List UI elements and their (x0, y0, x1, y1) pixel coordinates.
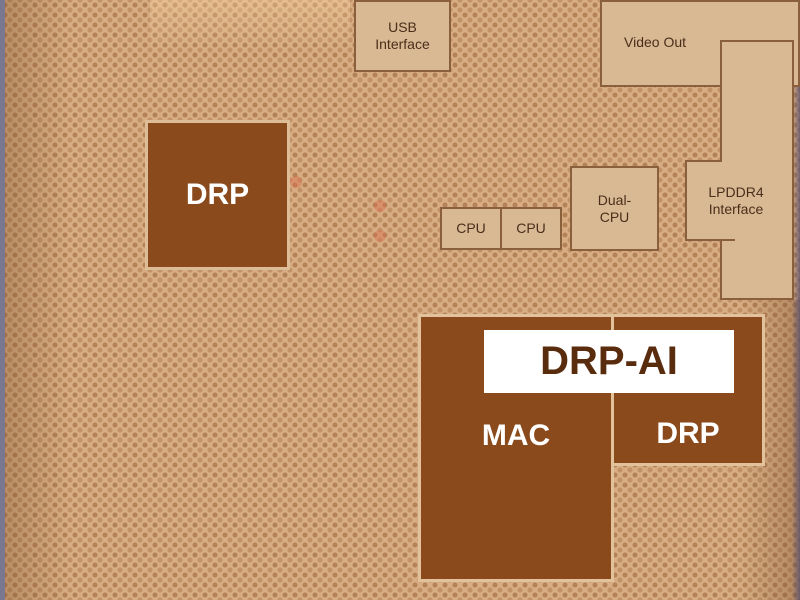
lpddr4-interface-label-line2: Interface (708, 201, 764, 217)
dual-cpu-label-line1: Dual- (597, 191, 632, 208)
drp-ai-drp-label: DRP (656, 417, 720, 450)
die-spot (374, 200, 386, 212)
dual-cpu-label-line2: CPU (599, 208, 630, 225)
usb-interface-label-line2: Interface (375, 36, 430, 52)
drp-label: DRP (185, 178, 250, 211)
drp-ai-banner-label: DRP-AI (540, 339, 678, 383)
cpu-1-label: CPU (456, 220, 486, 236)
die-spot (374, 230, 386, 242)
die-shading-left (0, 0, 70, 600)
die-edge-right (792, 0, 800, 600)
usb-interface-label-line1: USB (388, 19, 417, 35)
dual-cpu-block: Dual- CPU (570, 166, 659, 251)
die-highlight-top (150, 0, 350, 50)
video-out-label: Video Out (624, 34, 687, 50)
lpddr4-interface-label: LPDDR4 Interface (690, 184, 782, 218)
drp-block: DRP (145, 120, 290, 270)
lpddr4-interface-block-fill (722, 160, 738, 239)
die-edge-left (0, 0, 5, 600)
die-spot (290, 176, 302, 188)
lpddr4-interface-label-line1: LPDDR4 (708, 184, 764, 200)
cpu-block-2: CPU (500, 207, 562, 250)
mac-label: MAC (481, 419, 551, 452)
cpu-2-label: CPU (516, 220, 546, 236)
cpu-block-1: CPU (440, 207, 502, 250)
drp-ai-banner: DRP-AI (484, 330, 734, 393)
usb-interface-block: USB Interface (354, 0, 451, 72)
